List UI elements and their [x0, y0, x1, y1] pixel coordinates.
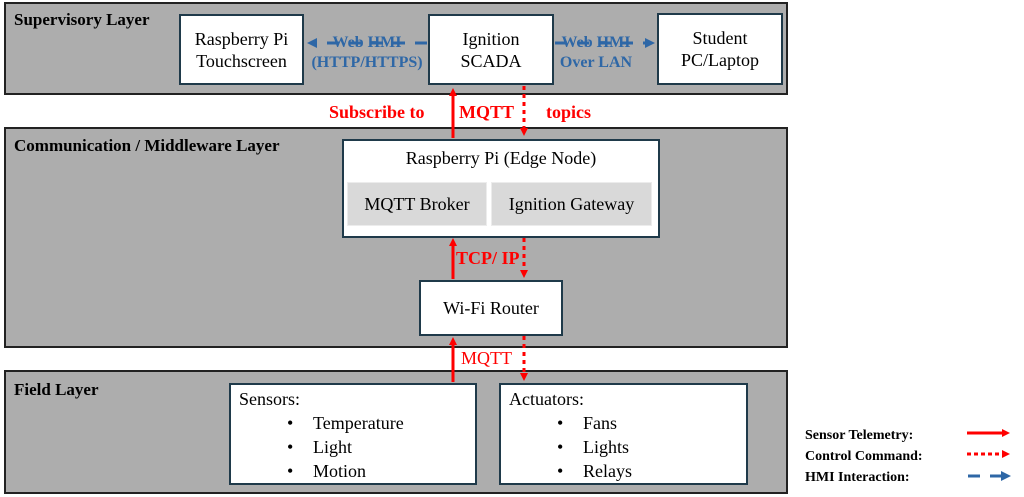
actuator-item: Relays: [557, 459, 738, 483]
subscribe-label-part3: topics: [546, 102, 591, 122]
actuators-heading: Actuators:: [509, 389, 584, 409]
mqtt-field-label: MQTT: [461, 348, 512, 368]
web-hmi-local-line1: Web HMI: [332, 34, 402, 51]
tcp-ip-label: TCP/ IP: [456, 248, 520, 268]
ignition-scada-line2: SCADA: [460, 50, 522, 71]
subscribe-label-part1: Subscribe to: [329, 102, 425, 122]
rpi-touchscreen-node: Raspberry Pi Touchscreen: [179, 14, 304, 85]
web-hmi-local-label: Web HMI (HTTP/HTTPS): [306, 33, 428, 73]
actuator-item: Lights: [557, 435, 738, 459]
wifi-router-node: Wi-Fi Router: [419, 280, 563, 336]
legend-item-telemetry: Sensor Telemetry:: [805, 425, 923, 446]
rpi-touchscreen-line1: Raspberry Pi: [194, 28, 289, 49]
web-hmi-lan-line2: Over LAN: [559, 54, 633, 71]
mqtt-broker-component: MQTT Broker: [347, 182, 487, 226]
legend-item-command: Control Command:: [805, 446, 923, 467]
sensor-item: Motion: [287, 459, 467, 483]
sensors-list: Temperature Light Motion: [239, 411, 467, 483]
ignition-scada-line1: Ignition: [462, 28, 520, 49]
supervisory-layer-title: Supervisory Layer: [14, 10, 150, 29]
sensor-item: Light: [287, 435, 467, 459]
student-pc-node: Student PC/Laptop: [657, 13, 783, 85]
sensors-heading: Sensors:: [239, 389, 301, 409]
subscribe-label-part2: MQTT: [459, 102, 515, 122]
legend-label: Control Command:: [805, 449, 923, 464]
student-pc-line1: Student: [692, 28, 748, 48]
rpi-touchscreen-line2: Touchscreen: [196, 50, 287, 71]
actuators-box: Actuators: Fans Lights Relays: [499, 383, 748, 485]
student-pc-line2: PC/Laptop: [680, 50, 759, 70]
sensors-box: Sensors: Temperature Light Motion: [229, 383, 477, 485]
communication-layer-title: Communication / Middleware Layer: [14, 136, 280, 155]
ignition-gateway-component: Ignition Gateway: [491, 182, 652, 226]
ignition-scada-node: Ignition SCADA: [428, 14, 554, 85]
legend-item-hmi: HMI Interaction:: [805, 467, 923, 488]
actuators-list: Fans Lights Relays: [509, 411, 738, 483]
sensor-item: Temperature: [287, 411, 467, 435]
web-hmi-lan-label: Web HMI Over LAN: [553, 33, 639, 73]
legend-label: HMI Interaction:: [805, 470, 910, 485]
edge-node-title: Raspberry Pi (Edge Node): [405, 148, 597, 168]
legend-label: Sensor Telemetry:: [805, 428, 914, 443]
legend: Sensor Telemetry: Control Command: HMI I…: [805, 425, 923, 488]
web-hmi-lan-line1: Web HMI: [561, 34, 631, 51]
actuator-item: Fans: [557, 411, 738, 435]
web-hmi-local-line2: (HTTP/HTTPS): [311, 54, 423, 71]
field-layer-title: Field Layer: [14, 380, 99, 399]
